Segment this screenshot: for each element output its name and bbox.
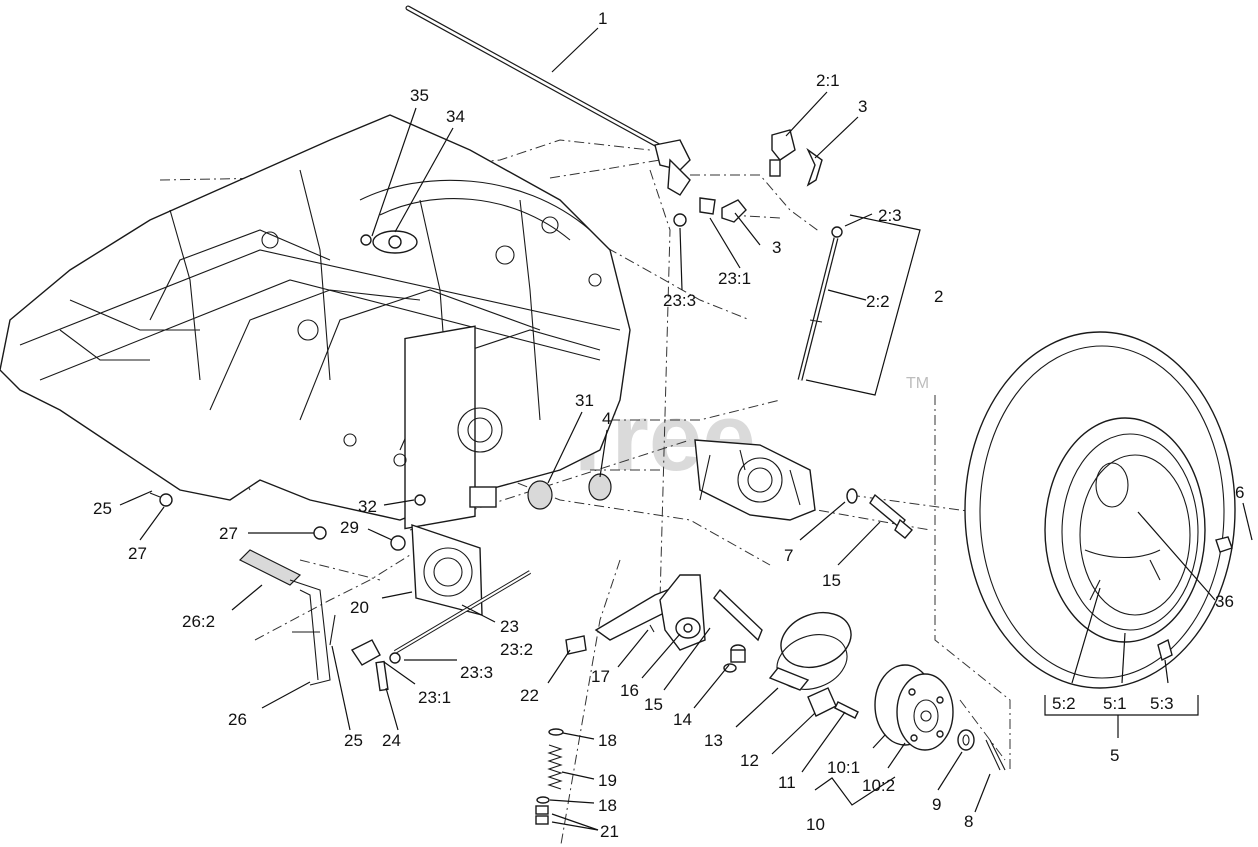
callout-5-1: 5:1	[1103, 694, 1127, 713]
callout-32: 32	[358, 497, 377, 516]
callout-18-top: 18	[598, 731, 617, 750]
transmission-pump	[694, 439, 816, 521]
callout-6: 6	[1235, 483, 1244, 502]
callout-4: 4	[602, 409, 611, 428]
callout-5: 5	[1110, 746, 1119, 765]
washer-9-pin-8	[957, 729, 1006, 771]
callout-23-3-top: 23:3	[663, 291, 696, 310]
rod-2-2	[797, 226, 843, 381]
callout-3-top: 3	[858, 97, 867, 116]
bolt-7-15	[846, 488, 913, 539]
callout-16: 16	[620, 681, 639, 700]
callout-2-3: 2:3	[878, 206, 902, 225]
tractor-frame	[0, 114, 631, 530]
callout-1: 1	[598, 9, 607, 28]
callout-10: 10	[806, 815, 825, 834]
callout-7: 7	[784, 546, 793, 565]
callout-19: 19	[598, 771, 617, 790]
brake-band-13	[768, 611, 852, 691]
callout-27-left: 27	[128, 544, 147, 563]
callout-2-2: 2:2	[866, 292, 890, 311]
wheel-5	[964, 331, 1236, 689]
callout-31: 31	[575, 391, 594, 410]
callout-22: 22	[520, 686, 539, 705]
callout-labels: 1 2:1 3 35 34 2:3 3 2 23:1 23:3 2:2 31 4…	[93, 9, 1244, 841]
brake-drum-hub-10	[874, 664, 954, 751]
callout-15-center: 15	[644, 695, 663, 714]
callout-23-2: 23:2	[500, 640, 533, 659]
control-rod	[405, 5, 691, 196]
callout-21: 21	[600, 822, 619, 841]
callout-15-right: 15	[822, 571, 841, 590]
callout-27-mid: 27	[219, 524, 238, 543]
spring-assembly	[535, 728, 564, 825]
callout-11: 11	[778, 773, 796, 792]
callout-29: 29	[340, 518, 359, 537]
callout-23-1-top: 23:1	[718, 269, 751, 288]
callout-3-mid: 3	[772, 238, 781, 257]
callout-23-1-bottom: 23:1	[418, 688, 451, 707]
callout-26: 26	[228, 710, 247, 729]
callout-2-1: 2:1	[816, 71, 840, 90]
leader-lines	[119, 27, 1253, 831]
bushings-31-4	[527, 473, 612, 510]
callout-5-2: 5:2	[1052, 694, 1076, 713]
callout-5-3: 5:3	[1150, 694, 1174, 713]
callout-25-left: 25	[93, 499, 112, 518]
small-hardware	[149, 492, 426, 551]
clevis-upper	[673, 129, 823, 227]
pedal-26	[238, 549, 336, 686]
callout-18-bottom: 18	[598, 796, 617, 815]
callout-23: 23	[500, 617, 519, 636]
callout-10-2: 10:2	[862, 776, 895, 795]
callout-24: 24	[382, 731, 401, 750]
watermark-trademark: TM	[906, 375, 929, 392]
spacers-14	[723, 644, 746, 673]
callout-2: 2	[934, 287, 943, 306]
brake-arm	[565, 574, 763, 655]
rod-23	[350, 570, 532, 692]
callout-12: 12	[740, 751, 759, 770]
callout-17: 17	[591, 667, 610, 686]
mount-plate-20	[411, 524, 483, 616]
callout-23-3-bottom: 23:3	[460, 663, 493, 682]
callout-35: 35	[410, 86, 429, 105]
callout-14: 14	[673, 710, 692, 729]
callout-36: 36	[1215, 592, 1234, 611]
callout-13: 13	[704, 731, 723, 750]
bracket-12	[807, 687, 859, 719]
callout-8: 8	[964, 812, 973, 831]
callout-34: 34	[446, 107, 465, 126]
callout-25-bottom: 25	[344, 731, 363, 750]
callout-26-2: 26:2	[182, 612, 215, 631]
callout-10-1: 10:1	[827, 758, 860, 777]
callout-9: 9	[932, 795, 941, 814]
mount-34-35	[360, 230, 418, 254]
callout-20: 20	[350, 598, 369, 617]
